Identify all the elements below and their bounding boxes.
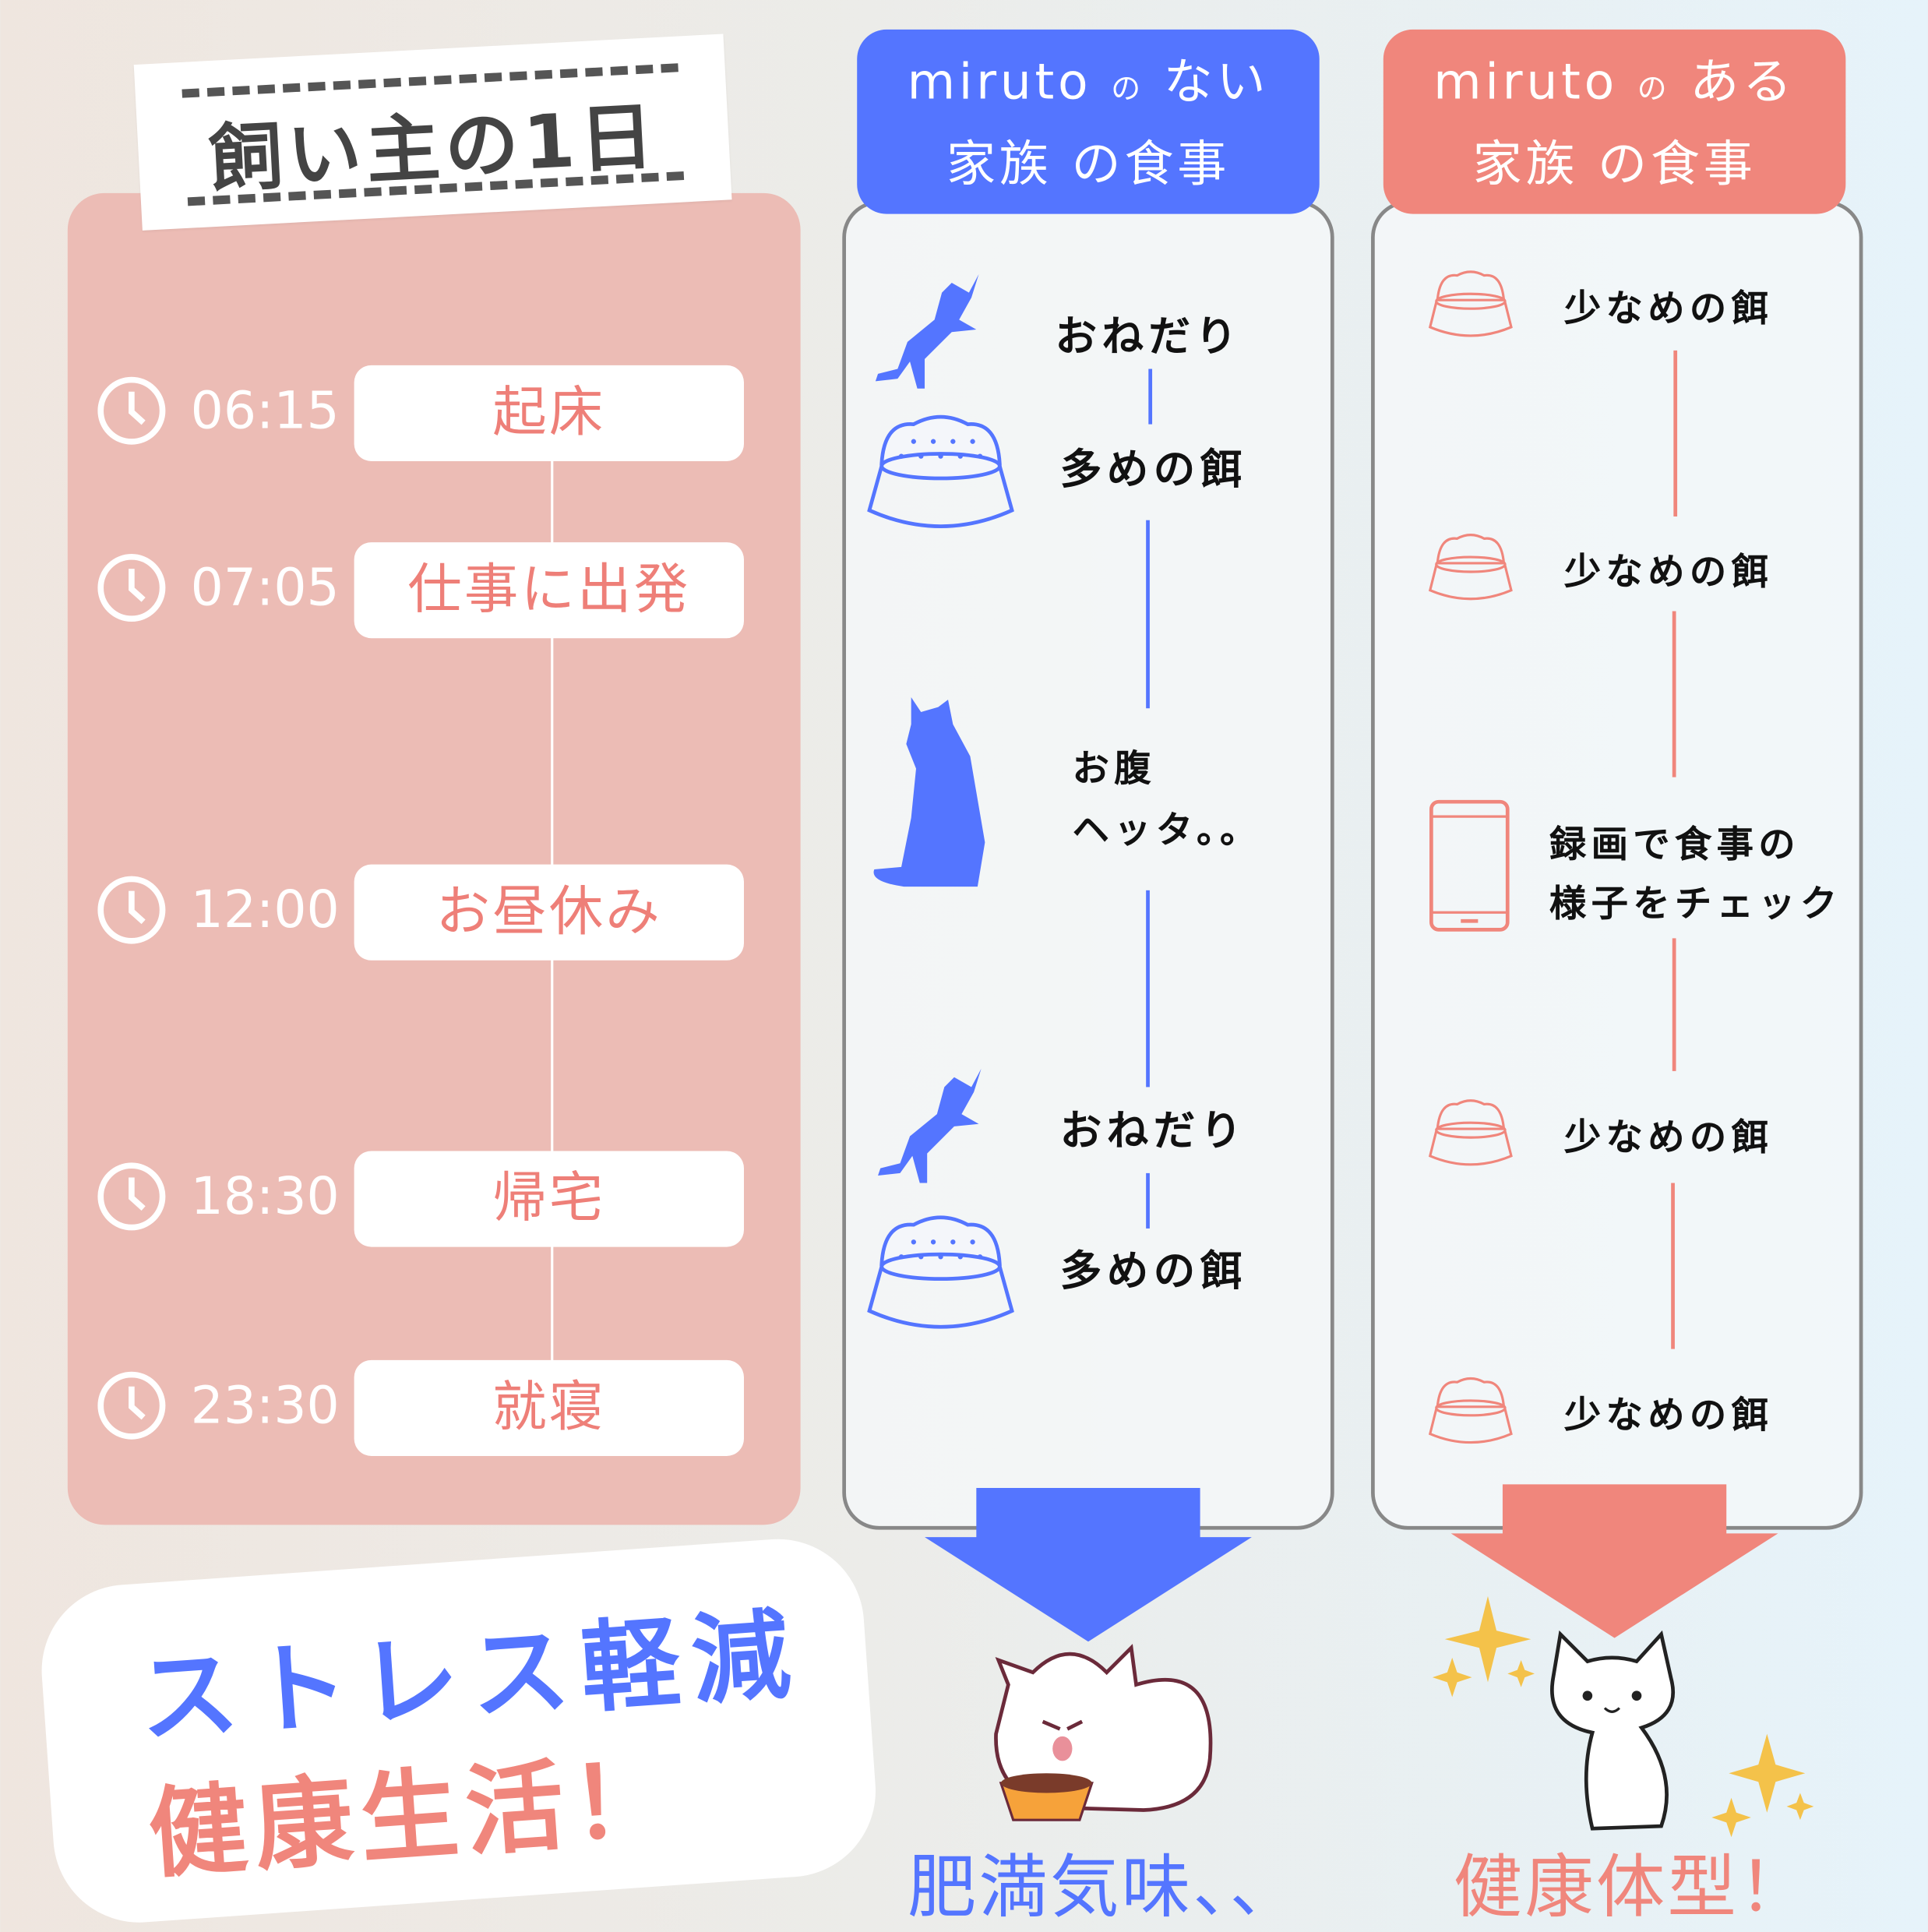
food-bowl-large-icon	[867, 1215, 1014, 1329]
begging-cat-icon	[878, 1068, 982, 1183]
item-label: 多めの餌	[1059, 445, 1247, 495]
item-label: 様子をチェック	[1549, 883, 1842, 926]
food-bowl-small-icon	[1428, 270, 1513, 337]
sparkle-icon	[1432, 1595, 1535, 1698]
connector-line	[1672, 938, 1676, 1071]
item-label: おねだり	[1059, 1106, 1247, 1156]
clock-icon	[97, 1162, 166, 1231]
header-text: miruto	[907, 54, 1092, 111]
clock-icon	[97, 554, 166, 622]
header-text: miruto	[1433, 54, 1618, 111]
item-label: ヘッタ。。	[1072, 809, 1262, 852]
header-text: の食事	[1071, 136, 1231, 193]
begging-cat-icon	[875, 274, 979, 389]
food-bowl-small-icon	[1428, 1377, 1513, 1444]
connector-line	[1146, 890, 1150, 1088]
header-text: ある	[1690, 54, 1796, 111]
item-label: 多めの餌	[1059, 1246, 1247, 1296]
clock-icon	[97, 876, 166, 944]
connector-line	[1148, 368, 1153, 425]
schedule-time: 06:15	[190, 379, 340, 441]
without-result-text: 肥満気味、、	[907, 1848, 1302, 1929]
schedule-event: 帰宅	[354, 1151, 744, 1247]
title-card: 飼い主の1日	[133, 33, 732, 231]
food-bowl-small-icon	[1428, 1099, 1513, 1166]
schedule-event: 就寝	[354, 1359, 744, 1456]
connector-line	[1671, 1183, 1675, 1349]
with-miruto-column	[1371, 200, 1863, 1530]
item-label: 少なめの餌	[1563, 551, 1774, 594]
schedule-time: 07:05	[190, 557, 340, 618]
with-result-text: 健康体型！	[1453, 1848, 1810, 1929]
schedule-event: お昼休み	[354, 864, 744, 961]
item-label: お腹	[1072, 747, 1156, 791]
item-label: おねだり	[1055, 312, 1242, 362]
item-label: 少なめの餌	[1563, 1116, 1774, 1160]
header-text: 家族	[946, 136, 1052, 193]
clock-icon	[97, 1371, 166, 1440]
down-arrow-blue-icon	[925, 1487, 1252, 1642]
sitting-cat-icon	[873, 697, 985, 887]
schedule-time: 12:00	[190, 879, 340, 940]
header-text: の食事	[1598, 136, 1757, 193]
item-label: 少なめの餌	[1563, 287, 1774, 331]
food-bowl-large-icon	[867, 414, 1014, 528]
item-label: 少なめの餌	[1563, 1394, 1774, 1438]
connector-line	[1146, 520, 1150, 709]
header-text: の	[1637, 71, 1671, 106]
header-text: の	[1111, 71, 1144, 106]
schedule-event: 起床	[354, 365, 744, 461]
header-text: 家族	[1472, 136, 1579, 193]
header-text: ない	[1163, 54, 1270, 111]
connector-line	[1146, 1172, 1150, 1229]
schedule-event: 仕事に出発	[354, 542, 744, 639]
tablet-icon	[1429, 799, 1510, 932]
clock-icon	[97, 376, 166, 445]
without-miruto-header: miruto の ない 家族 の食事	[857, 29, 1320, 214]
slim-cat-icon	[1550, 1630, 1676, 1831]
sparkle-icon	[1711, 1733, 1814, 1838]
item-label: 録画で食事の	[1549, 823, 1800, 867]
summary-card: ストレス軽減 健康生活！	[36, 1533, 882, 1929]
down-arrow-coral-icon	[1450, 1484, 1778, 1638]
connector-line	[1672, 611, 1676, 777]
with-miruto-header: miruto の ある 家族 の食事	[1383, 29, 1846, 214]
schedule-time: 18:30	[190, 1165, 340, 1226]
schedule-time: 23:30	[190, 1374, 340, 1436]
connector-line	[1673, 350, 1678, 516]
food-bowl-small-icon	[1428, 534, 1513, 601]
chubby-cat-eating-icon	[994, 1644, 1213, 1821]
